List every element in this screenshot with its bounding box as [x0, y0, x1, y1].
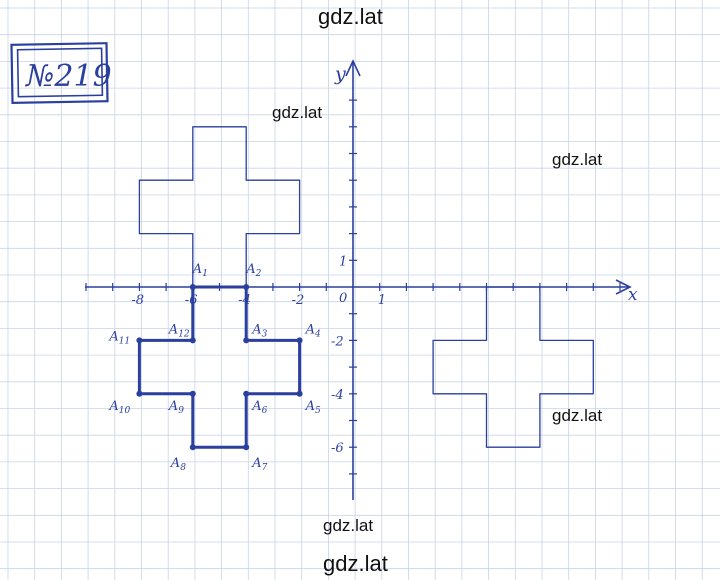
- point-label-a2: A2: [245, 262, 261, 279]
- cross-original: [137, 285, 302, 449]
- x-tick-label: 1: [378, 293, 386, 308]
- y-axis-arrow: [345, 59, 361, 77]
- watermark-top: gdz.lat: [318, 4, 383, 29]
- point-a7: [243, 444, 250, 451]
- cross-reflected-x: [138, 126, 301, 288]
- y-tick-label: 1: [339, 254, 347, 269]
- watermark-bottom: gdz.lat: [323, 551, 388, 576]
- point-a6: [243, 390, 250, 397]
- point-label-a7: A7: [251, 456, 267, 473]
- x-tick-label: -2: [292, 293, 305, 308]
- watermark-lower-center: gdz.lat: [323, 516, 374, 535]
- point-label-a3: A3: [251, 322, 267, 339]
- point-a8: [189, 444, 196, 451]
- y-tick-label: -4: [331, 388, 344, 403]
- y-tick-label: -2: [331, 334, 344, 349]
- x-axis-arrow: [615, 279, 632, 295]
- point-label-a10: A10: [108, 399, 130, 416]
- point-a2: [243, 284, 250, 290]
- problem-number-box: №219: [10, 42, 112, 104]
- y-axis-label: y: [334, 63, 346, 85]
- x-tick-label: -4: [238, 293, 251, 308]
- point-label-a12: A12: [168, 322, 190, 339]
- point-label-a4: A4: [305, 322, 321, 339]
- point-label-a8: A8: [170, 456, 186, 473]
- point-a9: [189, 390, 196, 397]
- point-label-a5: A5: [305, 399, 321, 416]
- cross-translated: [432, 286, 594, 448]
- point-a3: [243, 337, 250, 344]
- problem-number: №219: [24, 59, 112, 94]
- point-a11: [136, 337, 143, 344]
- y-tick-label: -6: [331, 441, 344, 456]
- point-label-a11: A11: [108, 329, 130, 346]
- x-tick-label: -8: [131, 293, 144, 308]
- point-label-a6: A6: [251, 399, 267, 416]
- watermark-upper-left: gdz.lat: [272, 103, 323, 122]
- origin-label: 0: [339, 291, 347, 306]
- point-a12: [189, 337, 196, 344]
- watermark-lower-right: gdz.lat: [552, 406, 603, 425]
- point-label-a1: A1: [192, 262, 208, 279]
- point-a10: [136, 390, 143, 397]
- point-label-a9: A9: [168, 399, 184, 416]
- x-axis-label: x: [628, 285, 638, 305]
- point-a4: [296, 337, 303, 344]
- watermark-upper-right: gdz.lat: [552, 150, 603, 169]
- x-tick-label: -6: [185, 293, 198, 308]
- point-a1: [189, 284, 196, 290]
- point-a5: [296, 390, 303, 397]
